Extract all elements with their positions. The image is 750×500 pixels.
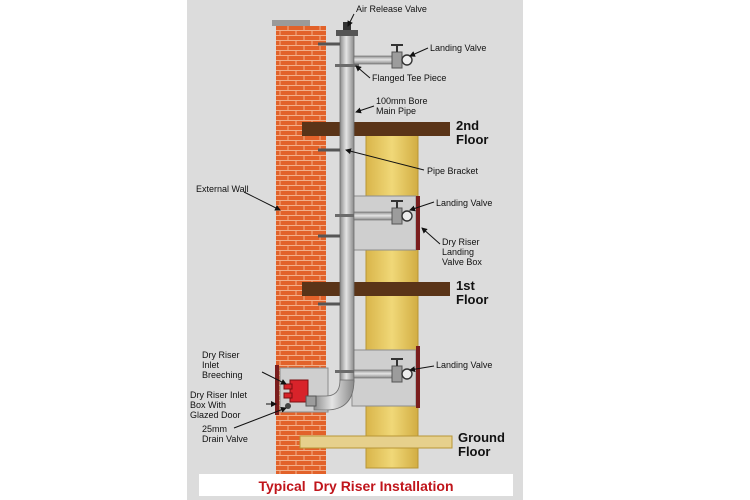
landing-valve-box-label-1: Dry Riser [442, 237, 480, 247]
second-floor-label-1: 2nd [456, 118, 479, 133]
drain-valve-label-2: Drain Valve [202, 434, 248, 444]
landing-valve-low-label: Landing Valve [436, 360, 492, 370]
landing-valve-top [353, 44, 413, 69]
title-strip [199, 474, 513, 496]
main-pipe-label-2: Main Pipe [376, 106, 416, 116]
external-wall-label: External Wall [196, 184, 249, 194]
building-column [365, 129, 419, 469]
callout-labels: Air Release Valve Landing Valve Flanged … [190, 4, 492, 444]
inlet-breeching-label-3: Breeching [202, 370, 243, 380]
diagram-title: Typical Dry Riser Installation [258, 478, 453, 494]
main-pipe-label-1: 100mm Bore [376, 96, 428, 106]
inlet-box-label-2: Box With [190, 400, 226, 410]
ground-floor-label-2: Floor [458, 444, 491, 459]
inlet-breeching [283, 379, 317, 409]
pipe-bracket-label: Pipe Bracket [427, 166, 479, 176]
inlet-box-label-1: Dry Riser Inlet [190, 390, 248, 400]
inlet-box-label-3: Glazed Door [190, 410, 241, 420]
inlet-breeching-label-1: Dry Riser [202, 350, 240, 360]
landing-valve-box-label-2: Landing [442, 247, 474, 257]
drain-valve-label-1: 25mm [202, 424, 227, 434]
floor-slabs [299, 122, 453, 449]
first-floor-label-2: Floor [456, 292, 489, 307]
first-floor-label-1: 1st [456, 278, 475, 293]
ground-floor-slab [299, 435, 453, 449]
inlet-breeching-label-2: Inlet [202, 360, 220, 370]
flanged-tee-label: Flanged Tee Piece [372, 73, 446, 83]
leader-lines [233, 13, 441, 429]
landing-valve-boxes [351, 195, 420, 408]
landing-valve-mid-label: Landing Valve [436, 198, 492, 208]
air-release-valve-label: Air Release Valve [356, 4, 427, 14]
landing-valve-mid [353, 200, 413, 225]
floor-labels: 2nd Floor 1st Floor Ground Floor [456, 118, 505, 459]
landing-valve-top-label: Landing Valve [430, 43, 486, 53]
main-riser-pipe [313, 22, 359, 411]
second-floor-label-2: Floor [456, 132, 489, 147]
ground-floor-label-1: Ground [458, 430, 505, 445]
pipe-brackets [318, 42, 340, 306]
first-floor-slab [302, 282, 450, 296]
second-floor-slab [302, 122, 450, 136]
landing-valve-box-label-3: Valve Box [442, 257, 482, 267]
